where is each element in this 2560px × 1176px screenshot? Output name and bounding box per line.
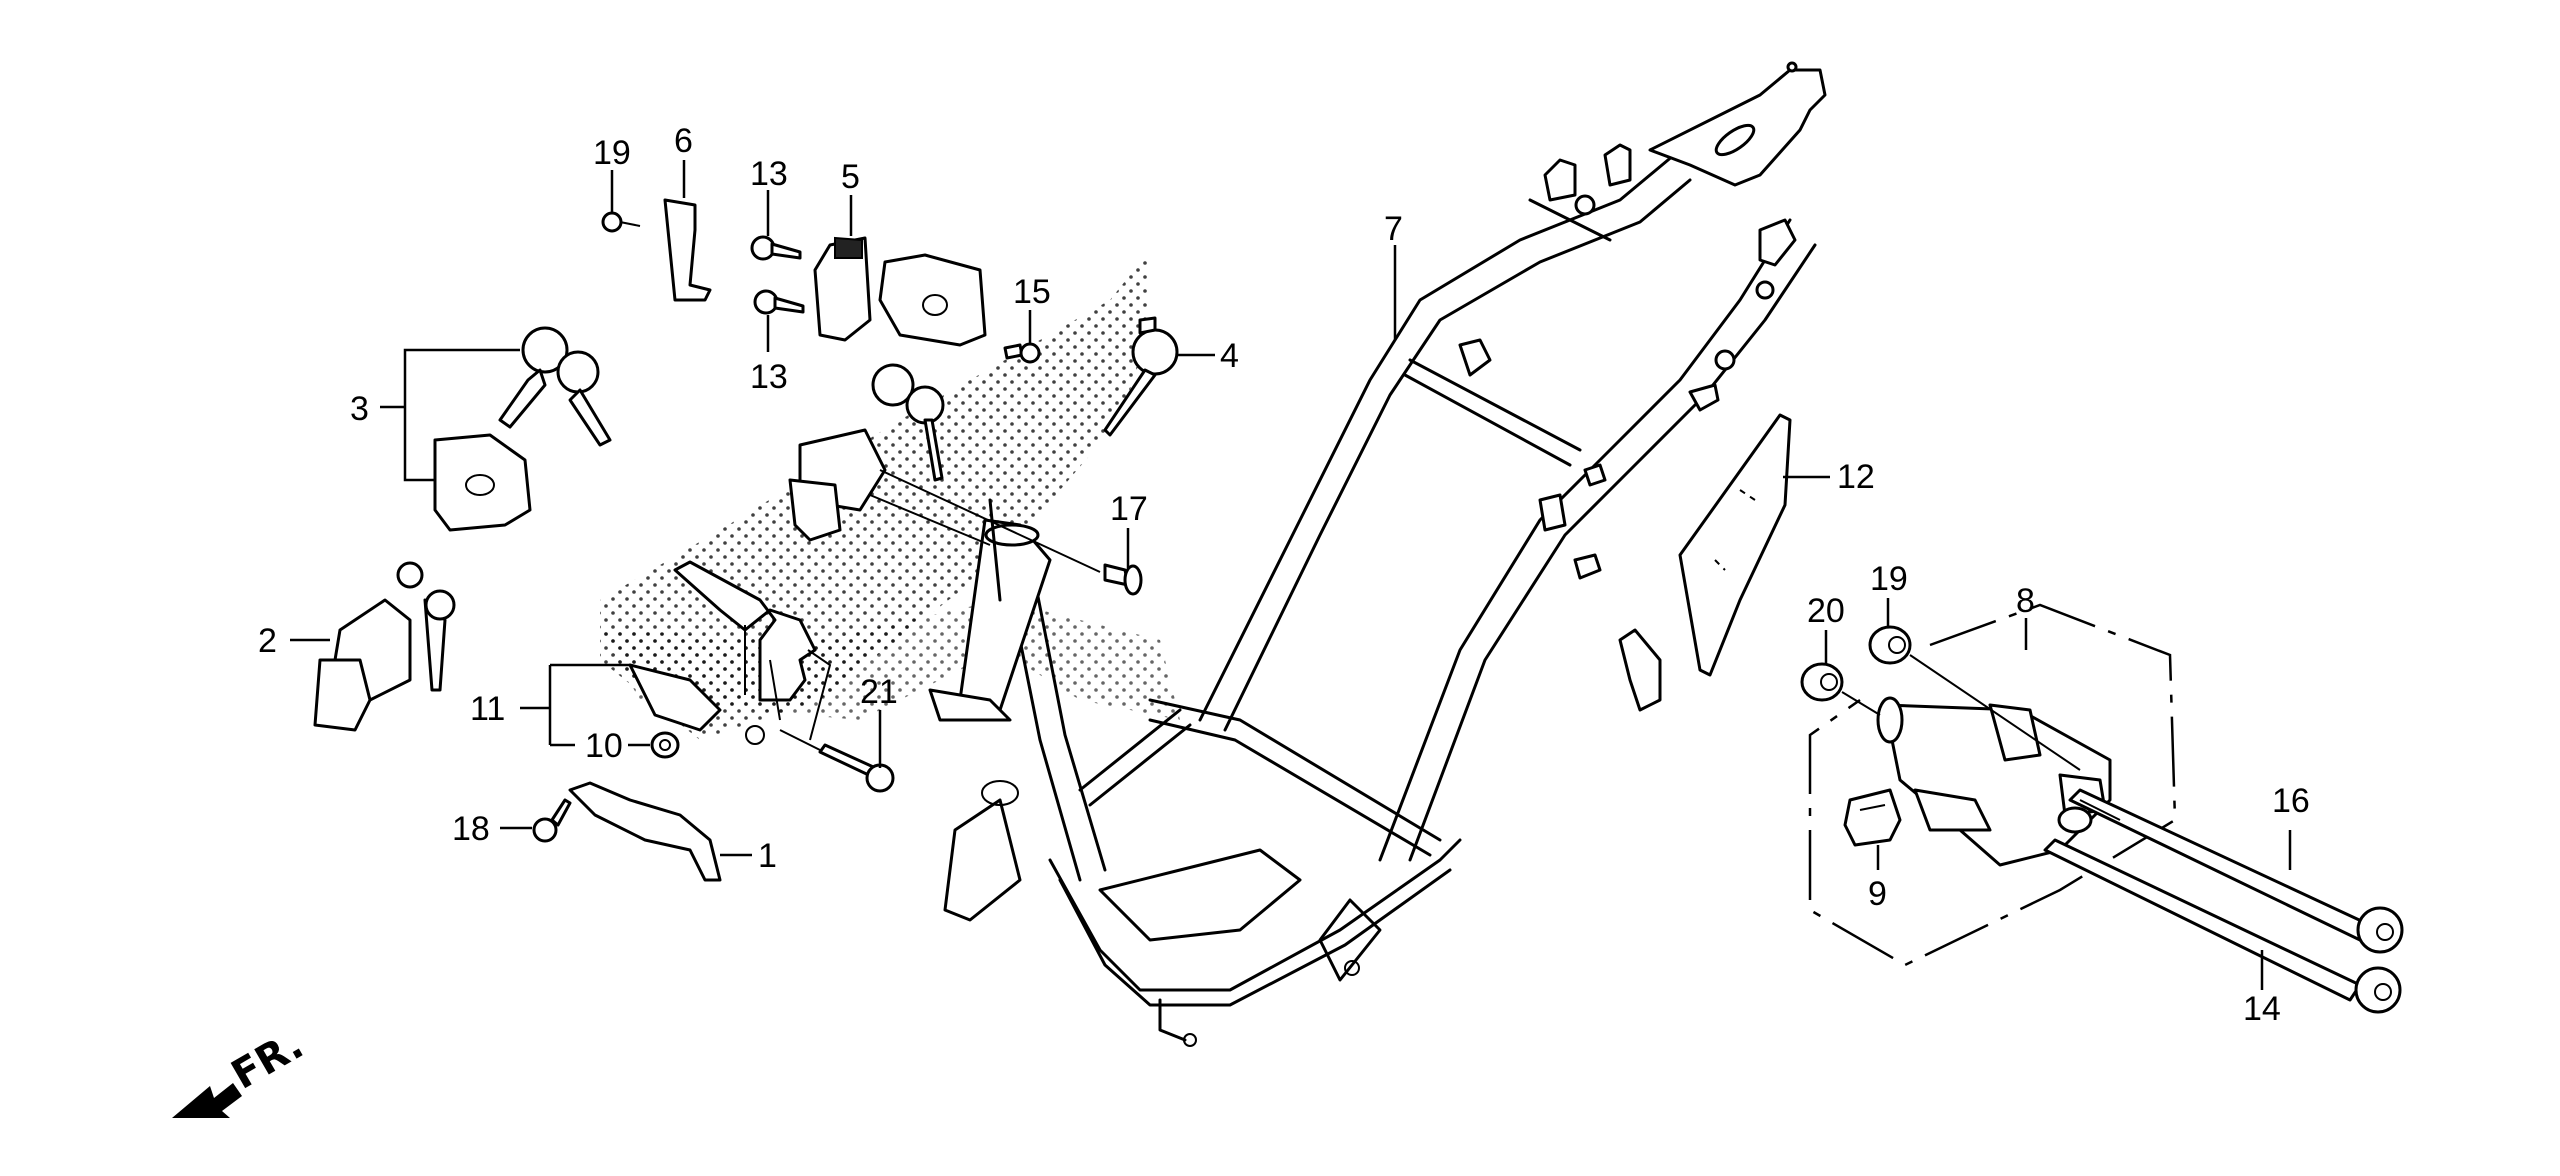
callout-9[interactable]: 9 (1868, 875, 1887, 913)
callout-21[interactable]: 21 (860, 673, 898, 711)
callout-11[interactable]: 11 (470, 690, 505, 728)
flange-nut-lower[interactable] (1800, 662, 1844, 702)
callout-15[interactable]: 16 (2272, 782, 2310, 820)
clip-bracket[interactable] (663, 198, 712, 302)
callout-6[interactable]: 6 (674, 122, 693, 160)
callout-12[interactable]: 12 (1837, 458, 1875, 496)
flange-nut-upper[interactable] (1868, 625, 1912, 665)
callout-7[interactable]: 7 (1384, 210, 1403, 248)
callout-2[interactable]: 2 (258, 622, 277, 660)
shear-bolt[interactable] (1103, 563, 1143, 596)
shutter-switch[interactable] (813, 236, 872, 342)
ignition-switch[interactable] (313, 561, 456, 732)
callout-8[interactable]: 8 (2016, 582, 2035, 620)
seat-lock-set[interactable] (433, 326, 612, 532)
long-bolt-15[interactable] (2068, 788, 2404, 954)
callout-5[interactable]: 5 (841, 158, 860, 196)
callout-18[interactable]: 17 (1110, 490, 1148, 528)
flange-bolt-21[interactable] (818, 743, 895, 793)
front-indicator: FR. (172, 1022, 311, 1118)
bracket-cover[interactable] (568, 781, 722, 882)
hanger-link-assembly[interactable] (1808, 603, 2177, 967)
callout-10[interactable]: 10 (585, 727, 623, 765)
callout-3[interactable]: 3 (350, 390, 369, 428)
callout-19-lower[interactable]: 20 (1807, 592, 1845, 630)
callout-20[interactable]: 19 (593, 134, 631, 172)
callout-1[interactable]: 1 (758, 837, 777, 875)
rubber-mount[interactable] (650, 731, 680, 759)
shutter-housing[interactable] (878, 253, 987, 347)
steering-lock-bracket[interactable] (628, 560, 832, 745)
main-key-switch[interactable] (788, 363, 945, 542)
leader-lines (290, 160, 2292, 990)
callout-14[interactable]: 14 (2243, 990, 2281, 1028)
callout-19-upper[interactable]: 19 (1870, 560, 1908, 598)
callout-13-lower[interactable]: 13 (750, 358, 788, 396)
callout-4[interactable]: 4 (1220, 337, 1239, 375)
screw-13-lower[interactable] (753, 289, 805, 315)
stopper-rubber-part[interactable] (1843, 788, 1902, 847)
callout-13-upper[interactable]: 13 (750, 155, 788, 193)
front-label: FR. (224, 1022, 311, 1099)
frame-body[interactable] (928, 61, 1827, 1047)
dotted-shade-region (600, 250, 1180, 740)
collar-screw-16[interactable] (1003, 342, 1041, 364)
long-bolt-14[interactable] (2043, 838, 2402, 1014)
callout-16[interactable]: 15 (1013, 273, 1051, 311)
screw-20[interactable] (601, 211, 641, 233)
callout-17[interactable]: 18 (452, 810, 490, 848)
caution-label-part[interactable] (1678, 413, 1792, 677)
tapping-screw-17[interactable] (532, 798, 572, 843)
front-direction-arrow-icon (172, 1083, 242, 1118)
screw-13-upper[interactable] (750, 235, 802, 261)
callout-labels: 19 6 13 13 5 15 4 7 17 12 19 20 8 9 16 1… (258, 122, 2310, 1028)
blank-key[interactable] (1103, 316, 1179, 437)
